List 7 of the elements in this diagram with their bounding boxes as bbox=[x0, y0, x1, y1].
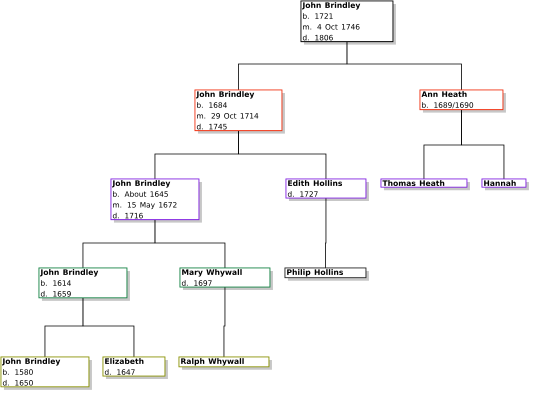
tree-line bbox=[154, 220, 226, 268]
tree-line bbox=[325, 198, 326, 268]
tree-line bbox=[82, 298, 134, 357]
tree-line bbox=[224, 287, 226, 357]
tree-line bbox=[461, 110, 504, 179]
tree-line bbox=[346, 42, 462, 90]
tree-line bbox=[238, 130, 326, 179]
